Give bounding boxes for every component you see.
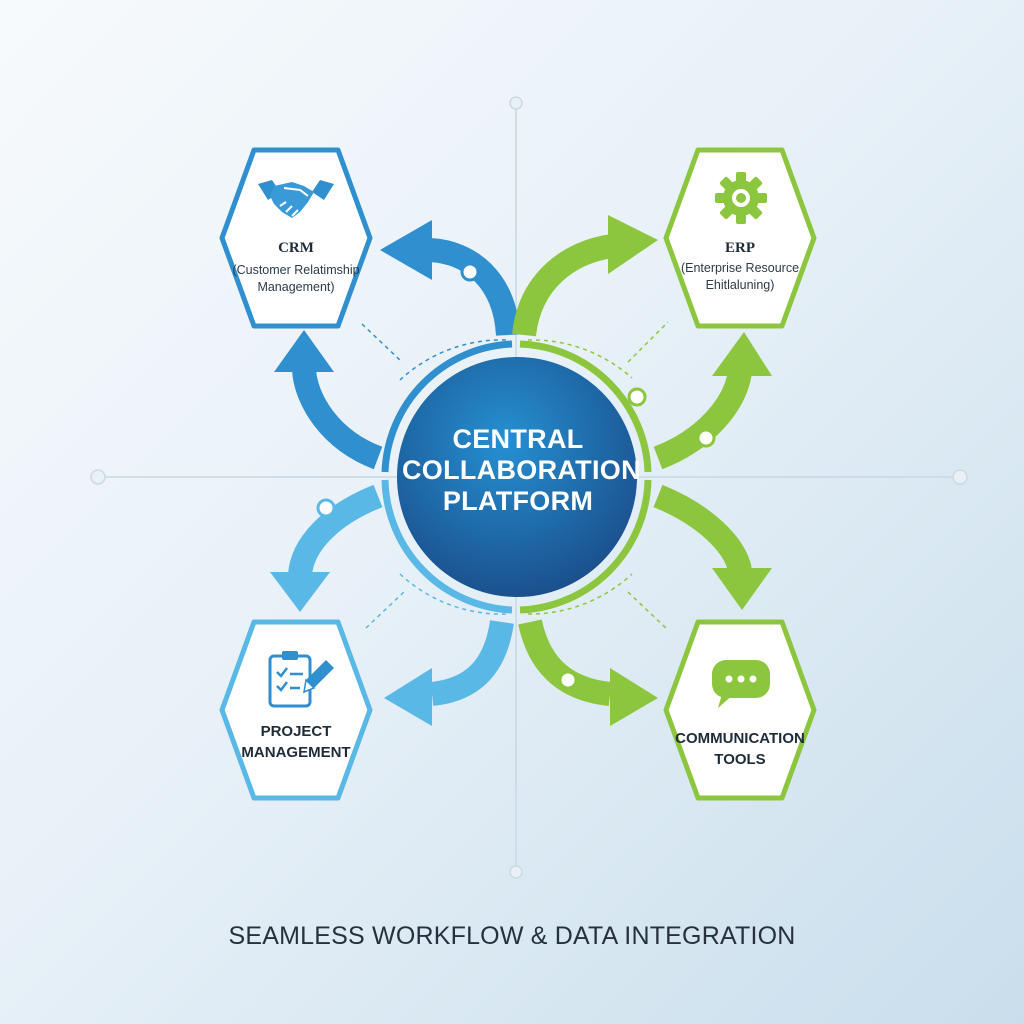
- project-management-title-line-1: PROJECT: [260, 723, 332, 740]
- communication-tools-title-line-2: TOOLS: [714, 751, 766, 768]
- erp-node-hexagon: [663, 147, 817, 329]
- erp-subtitle: (Enterprise Resource Ehitlaluning): [666, 260, 814, 294]
- project-arrows: [270, 484, 514, 726]
- hub-label-line-2: COLLABORATION: [402, 455, 641, 485]
- project-management-title: PROJECT MANAGEMENT: [222, 721, 370, 763]
- crm-subtitle-line-2: Management): [257, 280, 335, 294]
- erp-subtitle-line-2: Ehitlaluning): [705, 278, 775, 292]
- hub-label-line-3: PLATFORM: [442, 486, 594, 516]
- speech-bubble-icon: [712, 660, 770, 708]
- hub-label-line-1: CENTRAL: [452, 424, 584, 454]
- communication-arrows: [518, 484, 772, 726]
- communication-tools-title: COMMUNICATION TOOLS: [662, 728, 818, 770]
- hub-ring: [381, 340, 652, 614]
- erp-title: ERP: [725, 240, 755, 256]
- erp-subtitle-line-1: (Enterprise Resource: [680, 261, 800, 275]
- crm-subtitle-line-1: (Customer Relatimship: [232, 263, 360, 277]
- clipboard-pencil-icon: [268, 651, 334, 708]
- communication-tools-title-line-1: COMMUNICATION: [675, 730, 805, 747]
- gear-icon: [715, 172, 767, 224]
- crm-subtitle: (Customer Relatimship Management): [222, 262, 370, 296]
- crm-title: CRM: [278, 240, 314, 256]
- project-node-hexagon: [219, 619, 373, 801]
- central-hub: [397, 357, 637, 597]
- connector-dots: [316, 262, 716, 690]
- footer-caption: SEAMLESS WORKFLOW & DATA INTEGRATION: [228, 922, 796, 950]
- data-flow-connectors: [361, 321, 669, 631]
- erp-arrows: [512, 215, 772, 470]
- hub-label: CENTRAL COLLABORATION PLATFORM: [402, 424, 641, 517]
- crm-arrows: [274, 220, 520, 470]
- handshake-icon: [258, 180, 334, 218]
- crm-node-hexagon: [219, 147, 373, 329]
- project-management-title-line-2: MANAGEMENT: [241, 744, 351, 761]
- communication-node-hexagon: [663, 619, 817, 801]
- background-nodes: [90, 96, 968, 879]
